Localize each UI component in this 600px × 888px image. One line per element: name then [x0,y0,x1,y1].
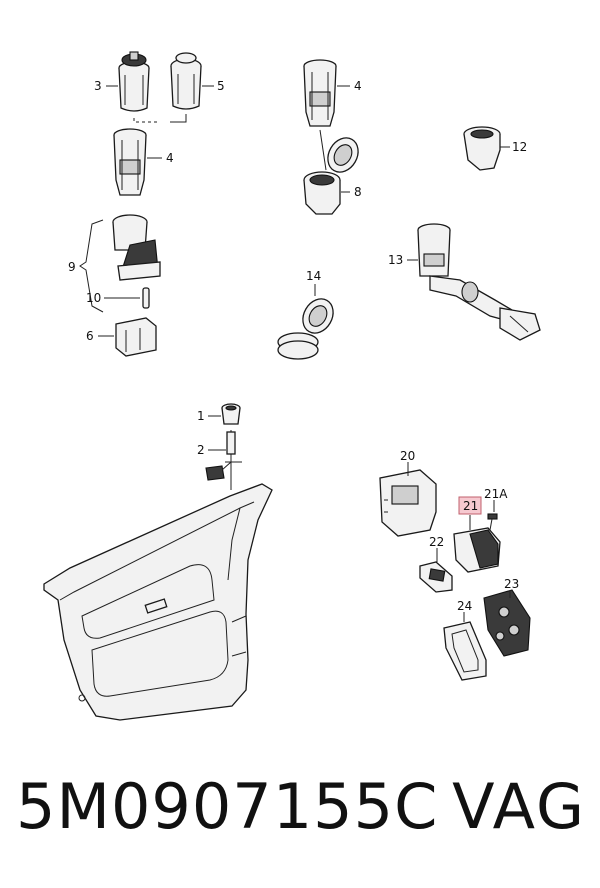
part-21a-screw [487,513,498,531]
part-13-socket-harness [417,223,541,341]
label-21a: 21A [484,487,508,501]
label-6: 6 [86,329,94,343]
label-2: 2 [197,443,205,457]
part-6-connector [115,317,157,357]
label-20: 20 [400,449,415,463]
part-24-frame [443,621,487,681]
part-20-control-unit [379,469,437,537]
part-9-lighter-assembly [112,214,161,281]
part-21-module [453,527,501,573]
part-number: 5M0907155C [16,770,439,843]
part-14-cover [277,298,334,360]
part-3-socket [118,51,150,112]
part-4-socket-right [303,59,337,127]
label-21: 21 [463,499,478,513]
label-4-right: 4 [354,79,362,93]
part-1-socket [221,403,241,425]
footer: 5M0907155C VAG [0,770,600,880]
label-13: 13 [388,253,403,267]
part-8-housing [303,137,359,215]
part-4-socket-left [113,128,147,196]
label-3: 3 [94,79,102,93]
part-10-fuse [142,287,150,309]
label-12: 12 [512,140,527,154]
label-23: 23 [504,577,519,591]
part-23-grille [483,589,531,657]
door-trim-panel [43,483,273,721]
label-10: 10 [86,291,101,305]
label-24: 24 [457,599,472,613]
label-21-highlight [458,496,482,515]
part-22-bracket [419,561,453,593]
label-14: 14 [306,269,321,283]
label-5: 5 [217,79,225,93]
brand-name: VAG [452,770,586,843]
label-22: 22 [429,535,444,549]
part-2-cable [205,430,242,490]
label-9: 9 [68,260,76,274]
label-4-left: 4 [166,151,174,165]
parts-diagram: 3 5 4 9 10 6 [43,51,541,721]
part-5-socket [170,52,202,110]
label-1: 1 [197,409,205,423]
part-12-ring [463,126,501,171]
label-8: 8 [354,185,362,199]
